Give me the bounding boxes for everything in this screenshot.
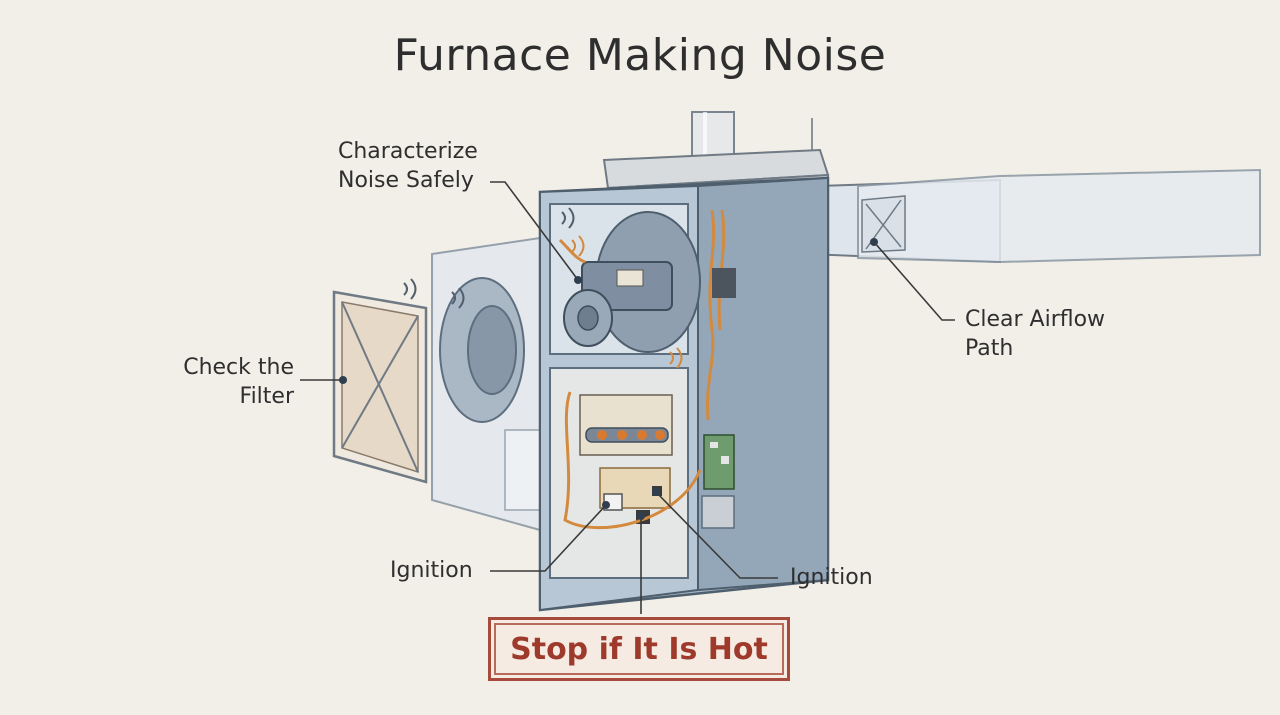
callout-filter-line2: Filter bbox=[239, 384, 294, 409]
callout-characterize-line1: Characterize bbox=[338, 139, 478, 164]
copper-lines bbox=[558, 209, 726, 530]
callout-characterize-line2: Noise Safely bbox=[338, 168, 474, 193]
callout-airflow-line2: Path bbox=[965, 336, 1014, 361]
callout-check-filter: Check the Filter bbox=[160, 353, 294, 411]
supply-duct bbox=[759, 168, 1261, 264]
callout-dots bbox=[339, 238, 878, 520]
callout-leaders bbox=[300, 181, 955, 614]
callout-ignition-left: Ignition bbox=[390, 558, 473, 583]
blower-motor bbox=[563, 211, 701, 353]
callout-ignition-right: Ignition bbox=[790, 565, 873, 590]
diagram-title: Furnace Making Noise bbox=[393, 30, 887, 81]
sound-wave-marks bbox=[403, 207, 575, 309]
side-blower-box bbox=[431, 236, 544, 532]
warning-box-stop-if-hot: Stop if It Is Hot bbox=[488, 617, 790, 681]
control-board bbox=[701, 268, 736, 529]
callout-characterize-noise: Characterize Noise Safely bbox=[338, 137, 478, 195]
air-filter bbox=[332, 290, 428, 484]
burner-assembly bbox=[579, 394, 673, 524]
heat-wave-marks bbox=[571, 235, 683, 369]
callout-filter-line1: Check the bbox=[183, 355, 294, 380]
callout-clear-airflow: Clear Airflow Path bbox=[965, 305, 1105, 363]
callout-airflow-line1: Clear Airflow bbox=[965, 307, 1106, 332]
